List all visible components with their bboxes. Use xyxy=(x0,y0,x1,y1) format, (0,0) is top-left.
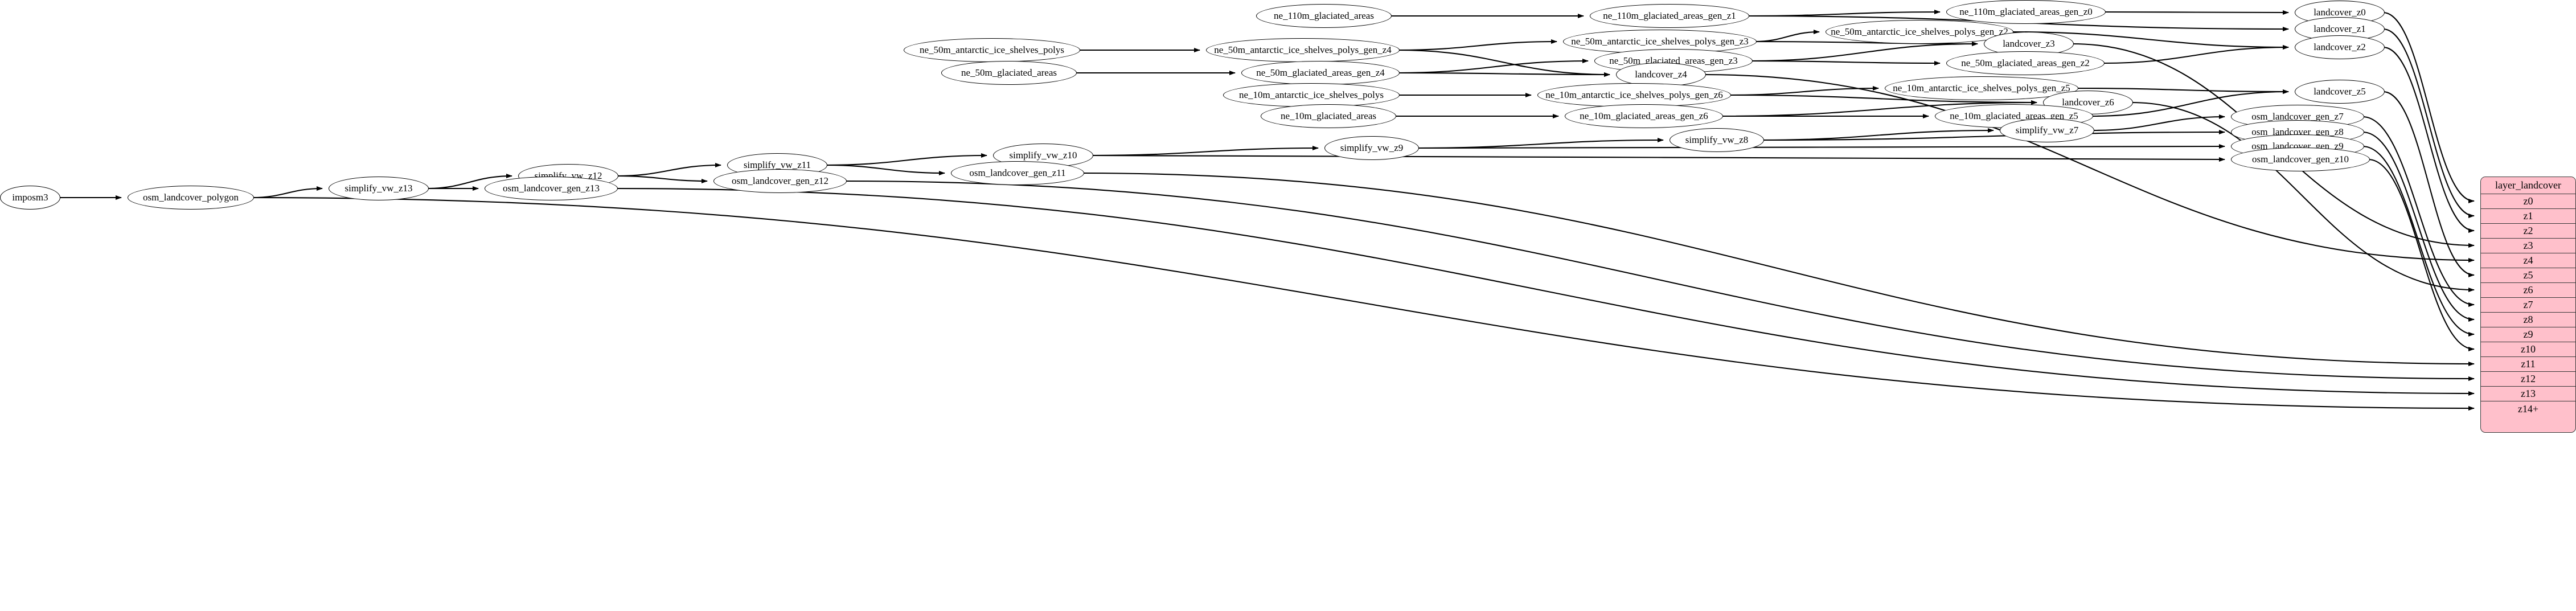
node-osm-landcover-gen-z11[interactable]: osm_landcover_gen_z11 xyxy=(951,161,1084,185)
edge-simplify_vw_z11-to-simplify_vw_z10 xyxy=(825,153,987,166)
edge-ne_50m_antarctic_ice_shelves_polys_gen_z4-to-landcover_z4 xyxy=(1397,49,1610,77)
node-ne-110m-glaciated-areas-gen-z0[interactable]: ne_110m_glaciated_areas_gen_z0 xyxy=(1946,0,2106,24)
edge-ne_50m_antarctic_ice_shelves_polys_gen_z4-to-ne_50m_antarctic_ice_shelves_polys_gen_z3 xyxy=(1397,39,1557,51)
edge-ne_50m_antarctic_ice_shelves_polys_gen_z3-to-ne_50m_antarctic_ice_shelves_polys_gen_z2 xyxy=(1754,30,1820,43)
edge-osm_landcover_gen_z8-to-layer_landcover.z8 xyxy=(2362,131,2475,322)
node-osm-landcover-polygon[interactable]: osm_landcover_polygon xyxy=(128,186,254,210)
table-row[interactable]: z13 xyxy=(2481,387,2575,401)
edge-simplify_vw_z12-to-osm_landcover_gen_z12 xyxy=(616,175,708,183)
node-ne-50m-antarctic-ice-shelves-polys-gen-z2[interactable]: ne_50m_antarctic_ice_shelves_polys_gen_z… xyxy=(1826,20,2013,44)
table-row[interactable]: z6 xyxy=(2481,283,2575,298)
edge-simplify_vw_z8-to-osm_landcover_gen_z8 xyxy=(1762,130,2225,141)
edge-osm_landcover_gen_z12-to-layer_landcover.z12 xyxy=(844,180,2475,381)
edge-ne_110m_glaciated_areas_gen_z1-to-ne_110m_glaciated_areas_gen_z0 xyxy=(1747,10,1941,17)
edge-ne_110m_glaciated_areas_gen_z0-to-landcover_z0 xyxy=(2103,10,2289,15)
node-ne-50m-glaciated-areas-gen-z2[interactable]: ne_50m_glaciated_areas_gen_z2 xyxy=(1946,51,2105,75)
node-simplify-vw-z7[interactable]: simplify_vw_z7 xyxy=(2000,118,2094,142)
node-ne-50m-antarctic-ice-shelves-polys[interactable]: ne_50m_antarctic_ice_shelves_polys xyxy=(904,38,1080,62)
table-header: layer_landcover xyxy=(2481,177,2575,194)
edge-osm_landcover_gen_z10-to-layer_landcover.z10 xyxy=(2368,158,2475,351)
table-row[interactable]: z3 xyxy=(2481,239,2575,253)
table-row[interactable]: z1 xyxy=(2481,209,2575,224)
node-simplify-vw-z9[interactable]: simplify_vw_z9 xyxy=(1324,136,1419,160)
edge-simplify_vw_z8-to-simplify_vw_z7 xyxy=(1762,128,1994,141)
table-row[interactable]: z0 xyxy=(2481,194,2575,209)
edge-osm_landcover_gen_z11-to-layer_landcover.z11 xyxy=(1082,172,2475,366)
table-row[interactable]: z2 xyxy=(2481,224,2575,239)
table-row[interactable]: z7 xyxy=(2481,298,2575,313)
node-osm-landcover-gen-z13[interactable]: osm_landcover_gen_z13 xyxy=(485,177,618,200)
edge-osm_landcover_gen_z7-to-layer_landcover.z7 xyxy=(2362,116,2475,307)
table-row[interactable]: z12 xyxy=(2481,372,2575,387)
node-ne-10m-antarctic-ice-shelves-polys-gen-z6[interactable]: ne_10m_antarctic_ice_shelves_polys_gen_z… xyxy=(1537,83,1731,107)
edge-landcover_z5-to-layer_landcover.z5 xyxy=(2382,91,2475,277)
table-row[interactable]: z10 xyxy=(2481,342,2575,357)
table-row[interactable]: z9 xyxy=(2481,327,2575,342)
table-row[interactable]: z4 xyxy=(2481,253,2575,268)
node-osm-landcover-gen-z10[interactable]: osm_landcover_gen_z10 xyxy=(2231,147,2370,171)
node-ne-10m-antarctic-ice-shelves-polys[interactable]: ne_10m_antarctic_ice_shelves_polys xyxy=(1223,83,1400,107)
edge-simplify_vw_z7-to-osm_landcover_gen_z7 xyxy=(2092,114,2225,132)
edge-ne_50m_glaciated_areas_gen_z3-to-landcover_z3 xyxy=(1750,42,1978,62)
node-landcover-z2[interactable]: landcover_z2 xyxy=(2295,35,2385,59)
node-osm-landcover-gen-z12[interactable]: osm_landcover_gen_z12 xyxy=(713,169,847,193)
node-ne-10m-glaciated-areas[interactable]: ne_10m_glaciated_areas xyxy=(1261,104,1396,128)
node-ne-110m-glaciated-areas-gen-z1[interactable]: ne_110m_glaciated_areas_gen_z1 xyxy=(1590,4,1749,28)
edge-landcover_z2-to-layer_landcover.z2 xyxy=(2382,46,2475,233)
edge-ne_50m_glaciated_areas_gen_z3-to-ne_50m_glaciated_areas_gen_z2 xyxy=(1750,60,1941,65)
edge-simplify_vw_z10-to-simplify_vw_z9 xyxy=(1091,146,1319,157)
node-ne-50m-glaciated-areas[interactable]: ne_50m_glaciated_areas xyxy=(941,61,1077,85)
table-row[interactable]: z5 xyxy=(2481,268,2575,283)
node-ne-10m-glaciated-areas-gen-z6[interactable]: ne_10m_glaciated_areas_gen_z6 xyxy=(1565,104,1723,128)
node-ne-10m-antarctic-ice-shelves-polys-gen-z5[interactable]: ne_10m_antarctic_ice_shelves_polys_gen_z… xyxy=(1885,76,2078,100)
edge-osm_landcover_gen_z9-to-layer_landcover.z9 xyxy=(2362,145,2475,337)
edge-ne_10m_antarctic_ice_shelves_polys_gen_z5-to-landcover_z5 xyxy=(2076,87,2289,94)
node-simplify-vw-z13[interactable]: simplify_vw_z13 xyxy=(329,177,429,200)
node-landcover-z5[interactable]: landcover_z5 xyxy=(2295,80,2385,104)
edge-simplify_vw_z9-to-osm_landcover_gen_z9 xyxy=(1417,144,2225,149)
edge-ne_50m_glaciated_areas_gen_z4-to-landcover_z4 xyxy=(1397,72,1610,77)
table-row[interactable]: z14+ xyxy=(2481,401,2575,416)
table-row[interactable]: z8 xyxy=(2481,313,2575,327)
node-ne-110m-glaciated-areas[interactable]: ne_110m_glaciated_areas xyxy=(1256,4,1392,28)
table-row[interactable]: z11 xyxy=(2481,357,2575,372)
edge-ne_50m_glaciated_areas_gen_z2-to-landcover_z2 xyxy=(2102,45,2289,64)
edge-landcover_z0-to-layer_landcover.z0 xyxy=(2382,11,2475,203)
edge-ne_50m_glaciated_areas_gen_z4-to-ne_50m_glaciated_areas_gen_z3 xyxy=(1397,59,1589,74)
node-simplify-vw-z8[interactable]: simplify_vw_z8 xyxy=(1670,128,1764,152)
edge-osm_landcover_polygon-to-layer_landcover.z14+ xyxy=(252,196,2475,411)
edge-simplify_vw_z11-to-osm_landcover_gen_z11 xyxy=(825,164,945,175)
edge-landcover_z1-to-layer_landcover.z1 xyxy=(2382,28,2475,218)
edge-osm_landcover_polygon-to-simplify_vw_z13 xyxy=(252,186,323,199)
edge-osm_landcover_gen_z13-to-layer_landcover.z13 xyxy=(616,187,2475,396)
node-ne-50m-antarctic-ice-shelves-polys-gen-z4[interactable]: ne_50m_antarctic_ice_shelves_polys_gen_z… xyxy=(1206,38,1400,62)
edge-simplify_vw_z12-to-simplify_vw_z11 xyxy=(616,163,721,177)
edge-simplify_vw_z10-to-osm_landcover_gen_z10 xyxy=(1091,154,2225,162)
node-imposm3[interactable]: imposm3 xyxy=(0,186,60,210)
edge-simplify_vw_z9-to-simplify_vw_z8 xyxy=(1417,138,1664,149)
node-ne-50m-glaciated-areas-gen-z4[interactable]: ne_50m_glaciated_areas_gen_z4 xyxy=(1241,61,1400,85)
edge-ne_10m_antarctic_ice_shelves_polys_gen_z6-to-ne_10m_antarctic_ice_shelves_polys_gen_z5 xyxy=(1729,86,1879,96)
